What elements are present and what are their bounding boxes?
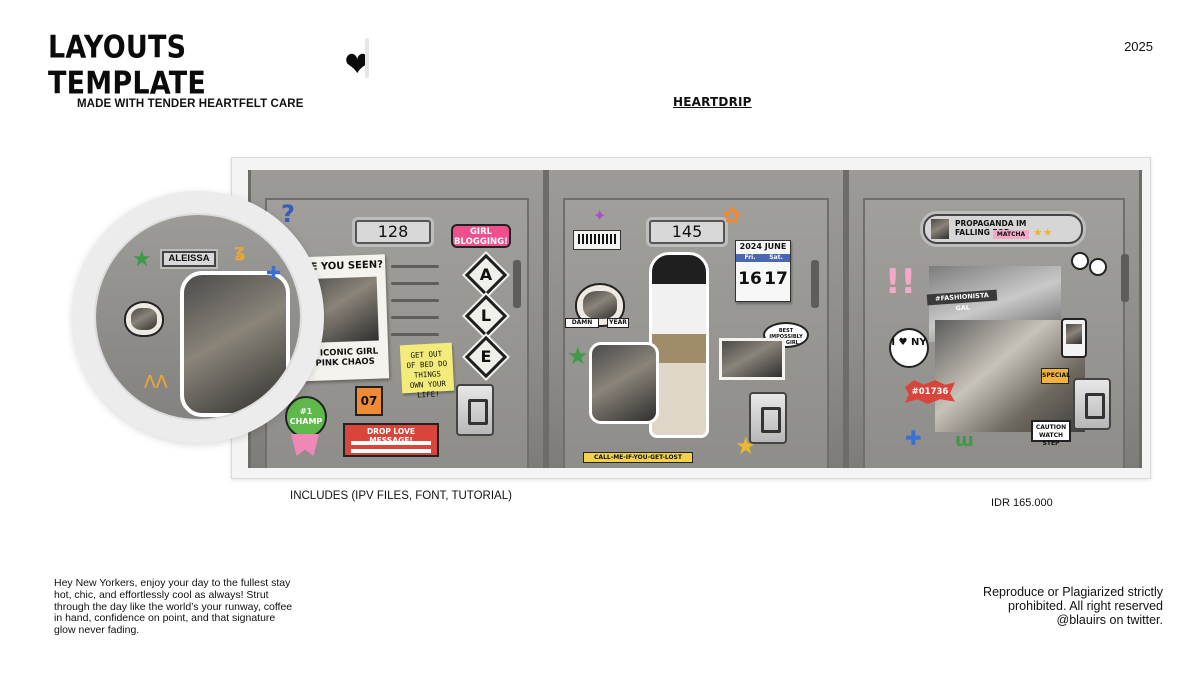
name-plate: PROPAGANDA IM FALLING FOR MATCHA ★★ — [923, 214, 1083, 244]
template-name: HEARTDRIP — [673, 95, 752, 109]
squiggle-icon: ɯ — [955, 430, 974, 451]
star-icon: ★★ — [1033, 226, 1053, 239]
page-title: LAYOUTS TEMPLATE ❤ — [48, 30, 370, 101]
googly-eye-icon — [1089, 258, 1107, 276]
star-icon: ★ — [132, 247, 152, 272]
speech-text: BEST IMPOSSIBLY THE GIRL — [769, 328, 803, 346]
heart-photo — [131, 308, 157, 330]
locker-preview: 128 ? ʓ HAVE YOU SEEN? THE ICONIC GIRL I… — [248, 170, 1142, 468]
locker-number: 128 — [355, 220, 431, 244]
plate-text: PROPAGANDA IM FALLING FOR — [955, 219, 1027, 237]
exclamation-icon: !! — [885, 262, 917, 302]
padlock-icon — [1073, 378, 1111, 430]
description-text: Hey New Yorkers, enjoy your day to the f… — [54, 577, 293, 637]
heart-frame — [124, 301, 164, 337]
i-love-ny-badge: I ♥ NY — [889, 328, 929, 368]
plus-icon: ✚ — [905, 426, 922, 450]
zoom-name-tag: ALEISSA — [162, 251, 216, 267]
sparkle-icon: ⋀⋀ — [144, 373, 168, 389]
vent-slot — [391, 265, 439, 268]
page-subtitle: MADE WITH TENDER HEARTFELT CARE — [77, 98, 304, 110]
copyright-line: Reproduce or Plagiarized strictly — [983, 585, 1163, 599]
special-tag: SPECIAL — [1041, 368, 1070, 384]
photo-tag: DAMN — [565, 318, 599, 328]
locker-3: PROPAGANDA IM FALLING FOR MATCHA ★★ !! #… — [846, 170, 1142, 468]
champ-ribbon: #1 CHAMP — [285, 396, 327, 438]
message-box: DROP LOVE MESSAGE! — [343, 423, 439, 457]
heart-photo — [583, 291, 617, 319]
calendar: 2024 JUNE Fri. Sat. 16 17 — [735, 240, 791, 302]
plate-photo — [931, 219, 949, 239]
price-label: IDR 165.000 — [991, 497, 1053, 509]
snapshot-photo — [719, 338, 785, 380]
caution-sign: CAUTION WATCH STEP — [1031, 420, 1071, 447]
girl-sitting-cutout — [589, 342, 659, 424]
year-label: 2025 — [1124, 39, 1153, 54]
vent-slot — [391, 316, 439, 319]
title-divider — [365, 38, 369, 78]
speech-bubble: BEST IMPOSSIBLY THE GIRL — [763, 322, 809, 348]
padlock-icon — [749, 392, 787, 444]
copyright-line: @blauirs on twitter. — [1056, 613, 1163, 627]
banner-label: CALL-ME-IF-YOU-GET-LOST — [583, 452, 693, 463]
googly-eye-icon — [1071, 252, 1089, 270]
squiggle-icon: ʓ — [234, 241, 246, 262]
locker-2: 145 ✦ ✿ DAMN YEAR ★ ★ 2024 JUNE Fri. Sat… — [546, 170, 846, 468]
zoom-preview: ALEISSA ★ ʓ ⋀⋀ ✚ — [94, 213, 302, 421]
calendar-title: 2024 JUNE — [739, 242, 787, 251]
copyright-line: prohibited. All right reserved — [1008, 599, 1163, 613]
photo-tag: YEAR — [607, 318, 629, 328]
message-line — [351, 449, 431, 453]
message-box-label: DROP LOVE MESSAGE! — [366, 427, 416, 445]
message-line — [351, 441, 431, 445]
sticky-note: GET OUT OF BED DO THINGS OWN YOUR LIFE! — [399, 342, 455, 400]
photo-id-tag — [1061, 318, 1087, 358]
title-text: LAYOUTS TEMPLATE — [48, 30, 206, 102]
vent-slot — [391, 299, 439, 302]
star-icon: ★ — [567, 342, 589, 370]
calendar-day: Sat. — [769, 254, 783, 261]
ribbon-tail — [291, 434, 319, 456]
girl-blogging-badge: GIRL BLOGGING! — [451, 224, 511, 248]
flower-icon: ✿ — [723, 204, 742, 229]
includes-label: INCLUDES (IPV FILES, FONT, TUTORIAL) — [290, 490, 512, 502]
vent-slot — [391, 282, 439, 285]
question-icon: ? — [281, 200, 295, 228]
girl-cutout — [180, 271, 290, 417]
locker-number: 145 — [649, 220, 725, 244]
calendar-date: 16 — [738, 269, 762, 289]
calendar-header — [736, 254, 790, 262]
locker-handle — [811, 260, 819, 308]
girl-cutout — [649, 252, 709, 438]
calendar-day: Fri. — [744, 254, 756, 261]
id-photo — [1066, 324, 1082, 344]
copyright-notice: Reproduce or Plagiarized strictly prohib… — [943, 585, 1163, 627]
padlock-icon — [456, 384, 494, 436]
plus-icon: ✚ — [266, 263, 282, 284]
locker-handle — [1121, 254, 1129, 302]
plate-tag: MATCHA — [993, 230, 1029, 239]
barcode-sticker — [573, 230, 621, 250]
barcode-icon — [578, 234, 616, 244]
locker-handle — [513, 260, 521, 308]
calendar-date: 17 — [764, 269, 788, 289]
sparkle-icon: ✦ — [593, 206, 607, 225]
number-tag: 07 — [355, 386, 383, 416]
brand-block: LAYOUTS TEMPLATE ❤ MADE WITH TENDER HEAR… — [48, 30, 370, 110]
vent-slot — [391, 333, 439, 336]
